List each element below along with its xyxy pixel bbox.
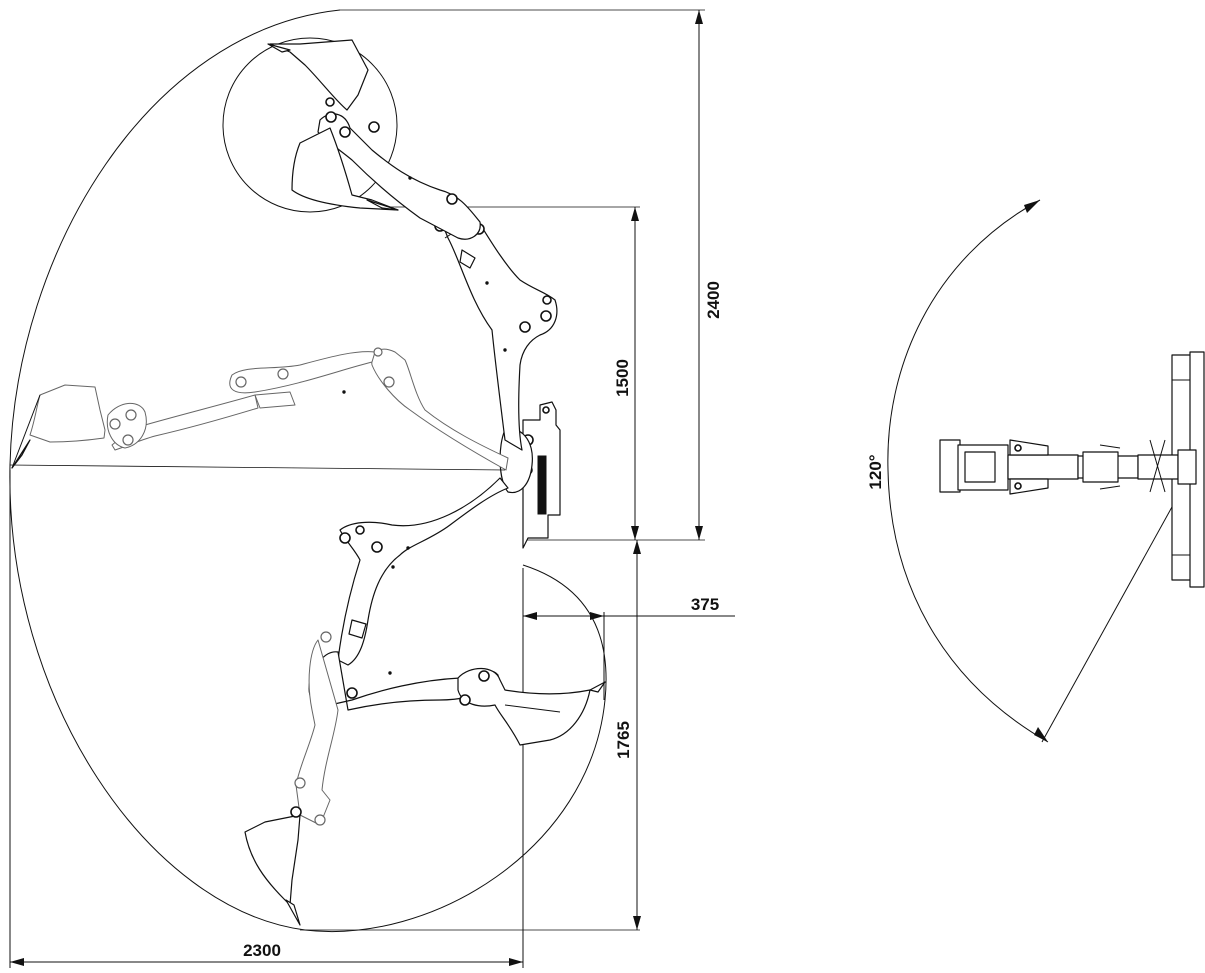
dim-1500-label: 1500	[613, 359, 632, 397]
arm-raised	[317, 97, 481, 240]
dim-2300-label: 2300	[243, 941, 281, 960]
dim-2400-label: 2400	[704, 281, 723, 319]
mounting-frame	[499, 401, 561, 549]
boom-lowered	[337, 477, 509, 666]
boom-horizontal	[212, 347, 509, 471]
reach-envelope	[9, 9, 607, 932]
bucket-raised-open	[267, 39, 369, 111]
bucket-lowered-front	[457, 667, 606, 746]
bucket-lowered-down	[244, 806, 302, 926]
bucket-curl-circle	[222, 37, 398, 213]
bucket-raised-curled	[291, 127, 399, 211]
pivot-line-1	[9, 464, 506, 471]
swing-angle-label: 120°	[866, 454, 885, 489]
bucket-horizontal	[11, 384, 106, 469]
top-view-excavator	[887, 199, 1205, 743]
dim-375-label: 375	[691, 595, 719, 614]
arm-horizontal	[106, 394, 259, 451]
arm-lowered	[294, 631, 501, 826]
dimension-lines	[9, 9, 735, 968]
boom-raised	[434, 208, 558, 451]
dim-1765-label: 1765	[614, 721, 633, 759]
